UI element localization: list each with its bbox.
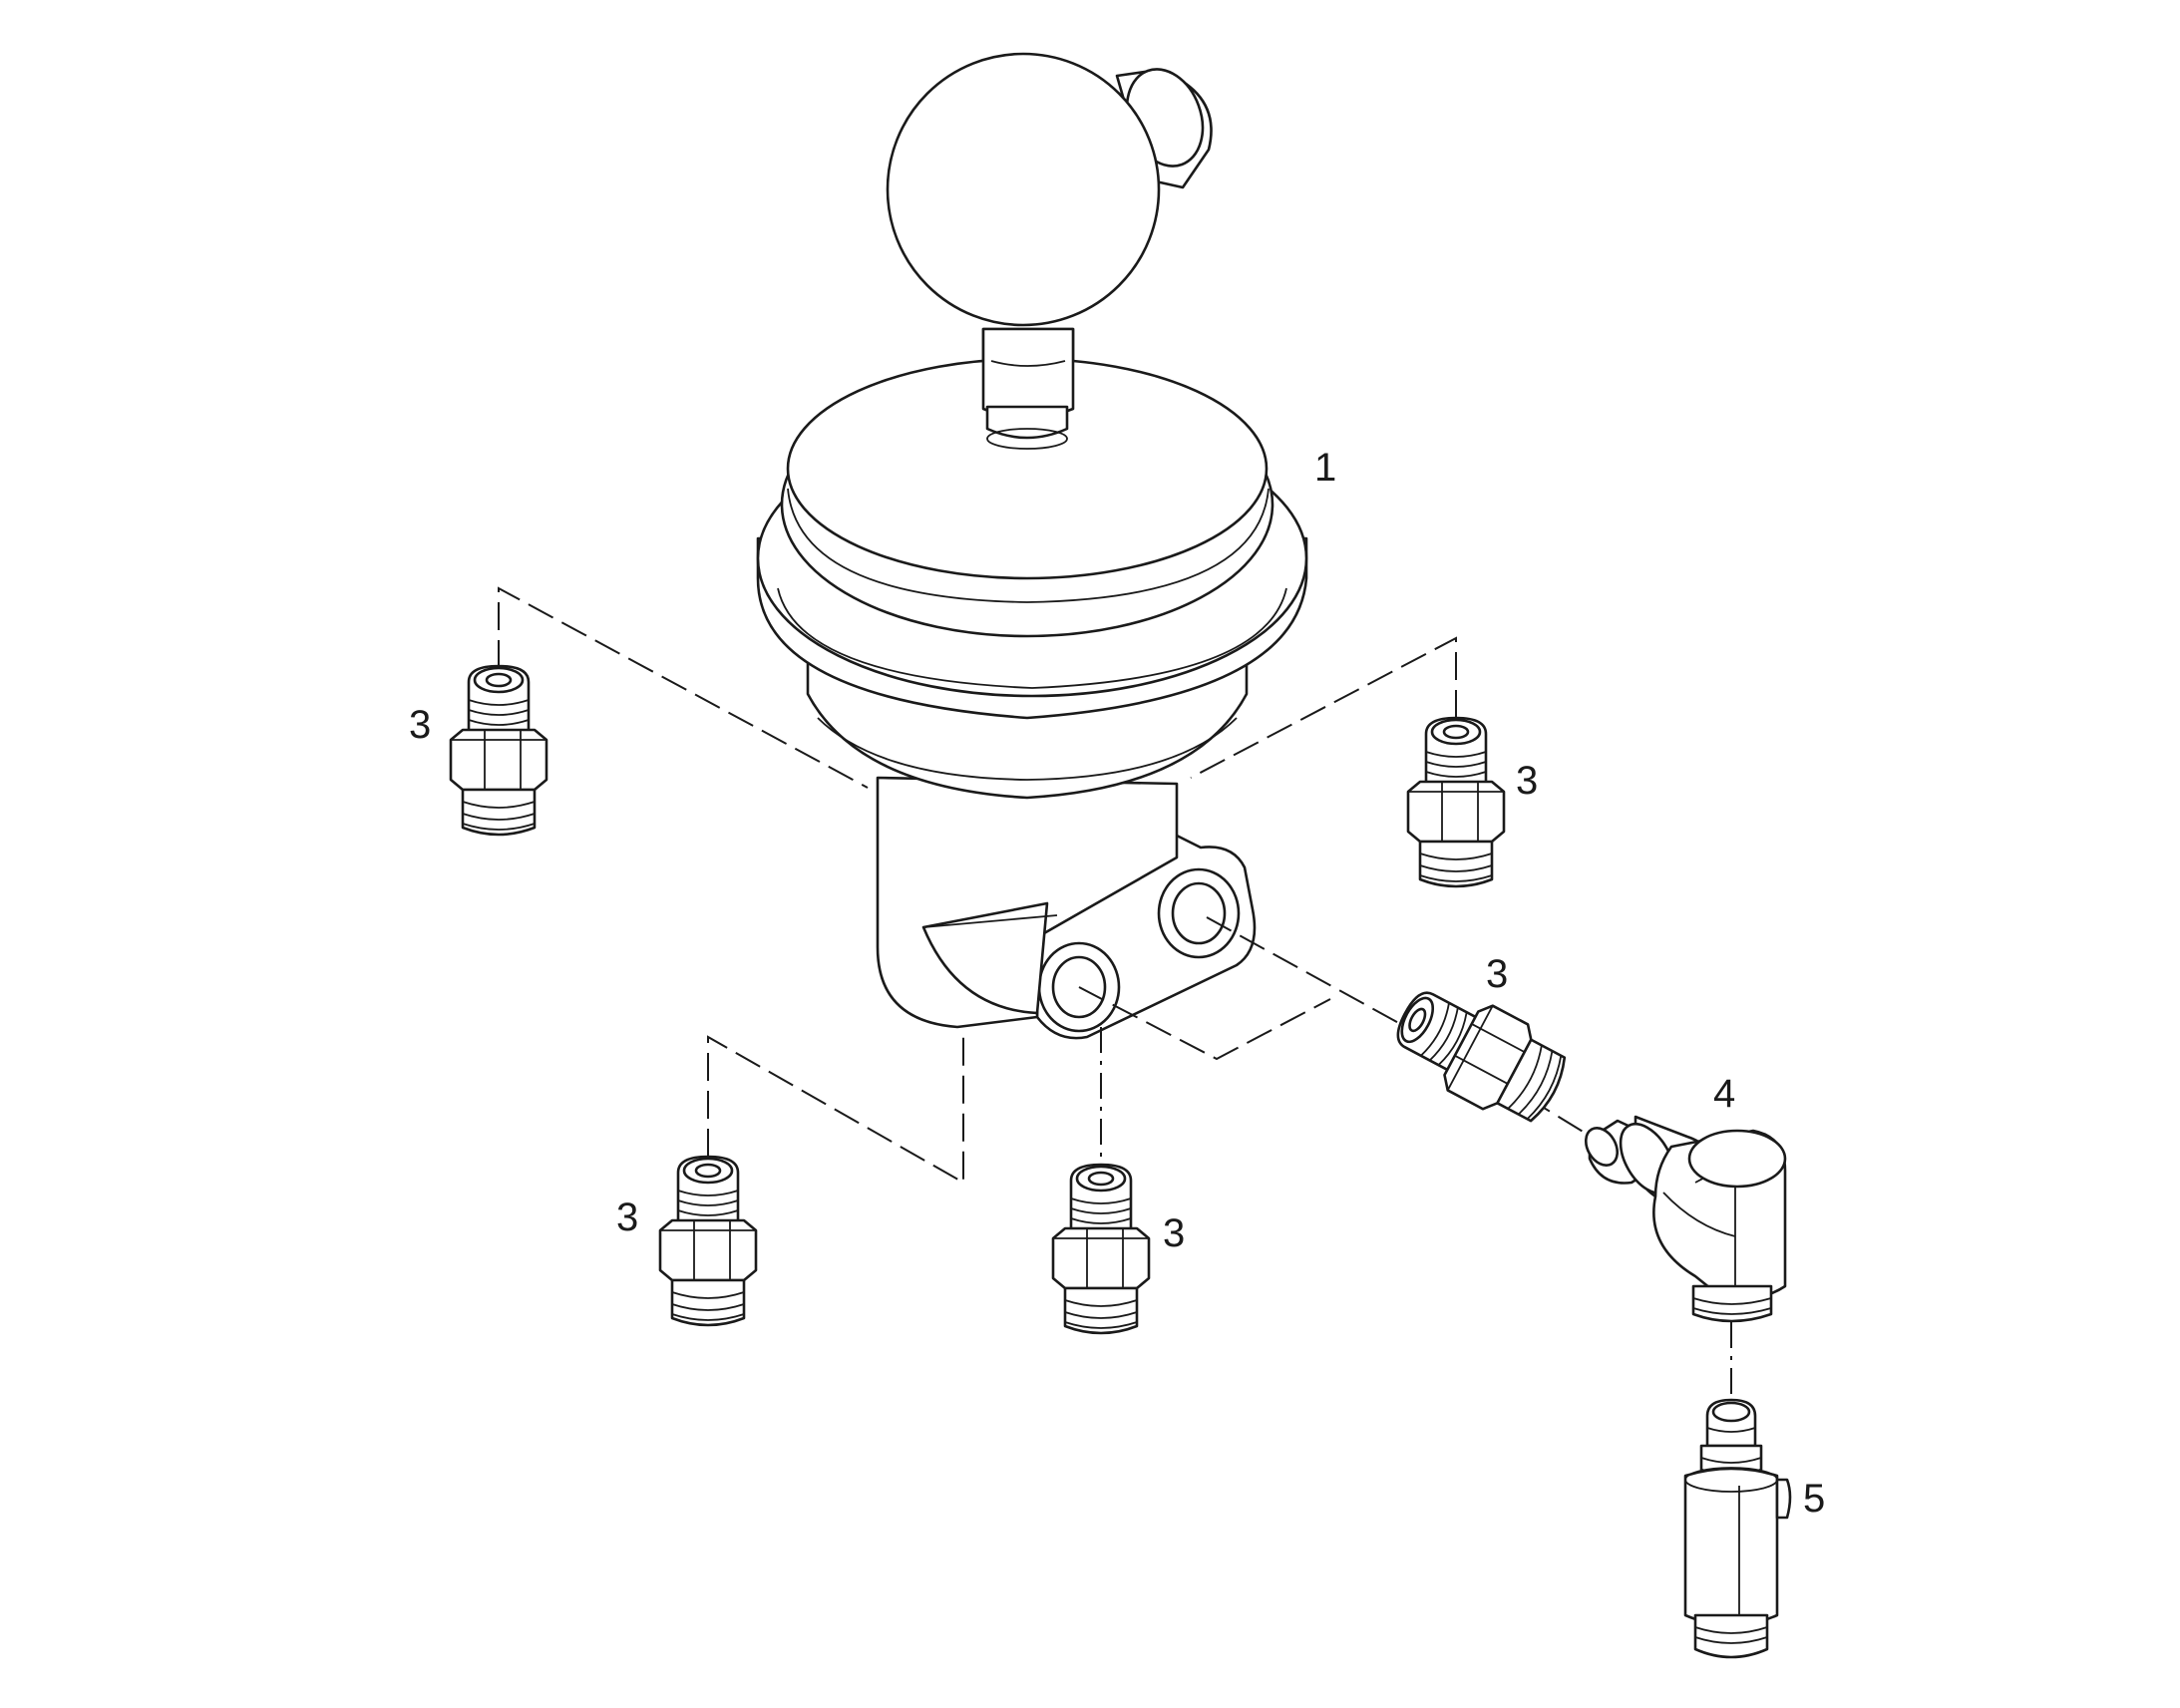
callout-3-bottom-center: 3 (1163, 1211, 1185, 1255)
assembly-leader-lines (498, 586, 1732, 1408)
callout-3-tilted: 3 (1486, 952, 1508, 996)
adapter-fitting-left (449, 664, 548, 837)
callout-3-right: 3 (1516, 759, 1538, 803)
elbow-fitting-part-4 (1584, 1115, 1787, 1323)
adapter-fitting-bottom-center (1051, 1163, 1151, 1335)
callout-labels: 1 3 3 3 3 3 4 5 (409, 446, 1825, 1521)
callout-1: 1 (1314, 446, 1336, 490)
adapter-fitting-bottom-left (658, 1155, 758, 1327)
adapter-fitting-right (1406, 716, 1506, 888)
callout-5: 5 (1803, 1477, 1825, 1521)
callout-3-left: 3 (409, 703, 431, 747)
joystick-valve-part-1 (756, 52, 1308, 1040)
check-valve-part-5 (1683, 1398, 1792, 1659)
callout-3-bottom-left: 3 (616, 1196, 638, 1239)
callout-4: 4 (1713, 1072, 1735, 1116)
